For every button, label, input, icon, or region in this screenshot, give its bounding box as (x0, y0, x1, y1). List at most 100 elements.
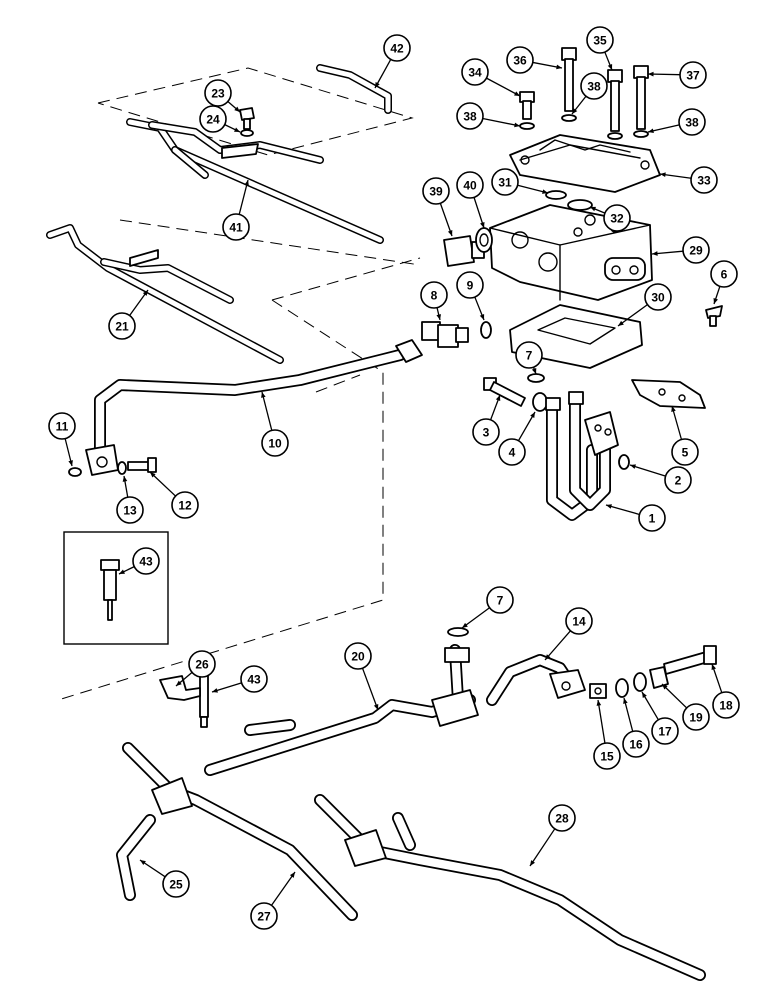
leader-arrowhead (479, 314, 485, 320)
callout-c3: 3 (472, 394, 501, 446)
leader-arrowhead (531, 368, 537, 374)
callout-c40: 40 (456, 171, 485, 229)
leader-arrowhead (234, 127, 240, 132)
callout-circle (456, 171, 484, 199)
callout-c1: 1 (605, 504, 666, 532)
part-16-washer (615, 678, 629, 698)
part-32-o-ring (567, 199, 593, 211)
callout-c11: 11 (48, 412, 76, 467)
leader-arrowhead (150, 472, 156, 478)
leader-arrowhead (596, 700, 602, 706)
callout-circle (420, 281, 448, 309)
leader-line (529, 828, 556, 867)
callout-label: 16 (629, 738, 643, 752)
callout-circle (678, 108, 706, 136)
callout-label: 42 (390, 42, 404, 56)
callout-label: 33 (697, 174, 711, 188)
leader-arrowhead (542, 189, 548, 194)
part-25-hose (116, 814, 156, 901)
callout-circle (188, 650, 216, 678)
callout-c7b: 7 (461, 586, 514, 629)
callout-label: 19 (689, 711, 703, 725)
leader-line (629, 464, 666, 477)
part-28-tee-pipe (314, 794, 706, 981)
leader-arrowhead (119, 569, 125, 574)
part-8-adapter (421, 321, 469, 348)
callout-c24: 24 (199, 105, 241, 133)
callout-circle (622, 730, 650, 758)
callout-c10: 10 (261, 391, 289, 457)
leader-arrowhead (671, 406, 676, 412)
callout-circle (580, 72, 608, 100)
part-14-elbow-hose (486, 654, 586, 706)
callout-circle (682, 236, 710, 264)
leader-arrowhead (623, 698, 628, 704)
callout-c7a: 7 (515, 341, 543, 375)
callout-circle (108, 312, 136, 340)
callout-label: 17 (658, 725, 672, 739)
callout-label: 34 (468, 66, 482, 80)
callout-circle (690, 166, 718, 194)
leader-arrowhead (648, 71, 654, 77)
leader-line (261, 391, 273, 431)
leader-line (439, 203, 453, 237)
callout-label: 24 (206, 113, 220, 127)
leader-arrowhead (618, 320, 624, 326)
part-38-washers (519, 114, 649, 140)
callout-c26: 26 (175, 650, 216, 687)
callout-c42: 42 (374, 34, 411, 89)
callout-circle (603, 204, 631, 232)
callout-circle (664, 466, 692, 494)
callout-label: 2 (675, 474, 682, 488)
callout-label: 43 (247, 673, 261, 687)
leader-arrowhead (289, 872, 295, 878)
callout-circle (171, 491, 199, 519)
leader-arrowhead (514, 122, 520, 128)
callout-circle (682, 703, 710, 731)
part-34-bolt (519, 91, 535, 120)
part-19-nut (649, 666, 669, 689)
callout-c5: 5 (671, 405, 699, 466)
callout-label: 15 (600, 750, 614, 764)
leader-line (671, 405, 683, 440)
part-15-bolt (589, 683, 607, 699)
part-9-o-ring (480, 321, 492, 339)
leader-arrowhead (711, 664, 716, 670)
leader-arrowhead (261, 392, 266, 398)
part-4-washer (532, 392, 548, 412)
callout-c28: 28 (529, 804, 576, 867)
leader-arrowhead (462, 622, 468, 628)
part-11-o-ring (68, 467, 82, 477)
callout-c36: 36 (506, 46, 563, 74)
part-7-o-ring-upper (527, 373, 545, 383)
callout-circle (644, 283, 672, 311)
callout-label: 13 (123, 504, 137, 518)
callout-c21: 21 (108, 289, 149, 340)
callout-c2: 2 (629, 464, 692, 494)
callout-c25: 25 (139, 859, 190, 898)
callout-c6: 6 (710, 260, 738, 305)
callout-label: 3 (483, 426, 490, 440)
callout-label: 20 (351, 650, 365, 664)
callout-label: 25 (169, 878, 183, 892)
callout-label: 12 (178, 499, 192, 513)
callout-circle (199, 105, 227, 133)
callout-c32: 32 (589, 204, 631, 232)
callout-circle (461, 58, 489, 86)
leader-arrowhead (234, 106, 240, 112)
callout-c30: 30 (617, 283, 672, 327)
callout-label: 28 (555, 812, 569, 826)
callout-circle (548, 804, 576, 832)
callout-c37: 37 (647, 61, 707, 89)
callout-label: 11 (56, 420, 69, 434)
callout-c33: 33 (659, 166, 718, 194)
part-3-bolt (483, 377, 526, 407)
callout-c4: 4 (498, 411, 536, 466)
leader-line (270, 871, 296, 906)
callout-label: 35 (593, 34, 607, 48)
callout-c20: 20 (344, 642, 379, 711)
leader-arrowhead (545, 654, 551, 660)
leader-line (597, 699, 606, 744)
callout-label: 7 (497, 594, 504, 608)
